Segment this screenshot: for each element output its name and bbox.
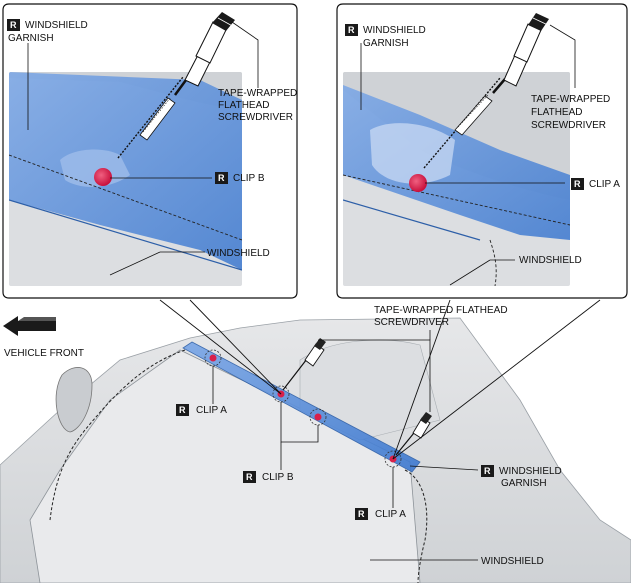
right-r-badge-garnish-letter: R — [348, 25, 355, 35]
screwdriver-icon-left — [117, 12, 237, 159]
right-windshield-label: WINDSHIELD — [519, 255, 582, 266]
screwdriver-icon-right — [423, 13, 551, 169]
left-r-badge-clip — [215, 172, 228, 184]
main-labels: TAPE-WRAPPED FLATHEAD SCREWDRIVER R CLIP… — [176, 305, 562, 567]
left-windshield-label: WINDSHIELD — [207, 248, 270, 259]
right-r-badge-garnish — [345, 24, 358, 36]
mirror-shape — [55, 367, 93, 433]
right-tool-label-line3: SCREWDRIVER — [531, 120, 606, 131]
right-r-badge-clip-letter: R — [574, 179, 581, 189]
main-clip-b-label: CLIP B — [262, 472, 294, 483]
right-tool-label-line1: TAPE-WRAPPED — [531, 94, 610, 105]
main-clip-a-left-label: CLIP A — [196, 405, 227, 416]
left-tool-label-line1: TAPE-WRAPPED — [218, 88, 297, 99]
main-r-badge-clip-a-left-letter: R — [179, 405, 186, 415]
main-r-badge-garnish-letter: R — [484, 466, 491, 476]
left-tool-label-line3: SCREWDRIVER — [218, 112, 293, 123]
main-r-badge-clip-b-letter: R — [246, 472, 253, 482]
left-r-badge-clip-letter: R — [218, 173, 225, 183]
main-r-badge-clip-b — [243, 471, 256, 483]
main-r-badge-garnish — [481, 465, 494, 477]
windshield-garnish-main — [182, 341, 421, 473]
left-r-badge-garnish-letter: R — [10, 20, 17, 30]
main-r-badge-clip-a-left — [176, 404, 189, 416]
windshield-edge-dashed-right — [404, 469, 428, 583]
left-garnish-label-line1: WINDSHIELD — [25, 20, 88, 31]
callout-leaders — [159, 299, 601, 460]
right-garnish-label-line1: WINDSHIELD — [363, 25, 426, 36]
main-vehicle-view — [0, 317, 631, 583]
left-garnish-label-line2: GARNISH — [8, 33, 54, 44]
windshield-edge-dashed — [49, 349, 186, 521]
left-callout-detail: R WINDSHIELD GARNISH TAPE-WRAPPED FLATHE… — [2, 3, 298, 299]
screwdriver-icon-main-right — [395, 412, 432, 456]
main-r-badge-clip-a-bottom — [355, 508, 368, 520]
right-callout-detail: R WINDSHIELD GARNISH TAPE-WRAPPED FLATHE… — [336, 3, 628, 299]
vehicle-front-label: VEHICLE FRONT — [4, 348, 84, 359]
left-clip-b-dot — [94, 168, 112, 186]
left-clip-b-label: CLIP B — [233, 173, 265, 184]
main-clip-a-bottom-label: CLIP A — [375, 509, 406, 520]
vehicle-front-arrow: VEHICLE FRONT — [3, 316, 84, 359]
main-garnish-label-line2: GARNISH — [501, 478, 547, 489]
right-clip-a-dot — [409, 174, 427, 192]
main-tool-label-line2: SCREWDRIVER — [374, 317, 449, 328]
right-clip-a-label: CLIP A — [589, 179, 620, 190]
main-windshield-label: WINDSHIELD — [481, 556, 544, 567]
main-tool-label-line1: TAPE-WRAPPED FLATHEAD — [374, 305, 508, 316]
left-tool-label-line2: FLATHEAD — [218, 100, 270, 111]
screwdriver-icon-main-left — [282, 338, 326, 391]
main-garnish-label-line1: WINDSHIELD — [499, 466, 562, 477]
left-r-badge-garnish — [7, 19, 20, 31]
main-r-badge-clip-a-bottom-letter: R — [358, 509, 365, 519]
right-tool-label-line2: FLATHEAD — [531, 107, 583, 118]
windshield-glass — [29, 349, 421, 583]
right-r-badge-clip — [571, 178, 584, 190]
right-garnish-label-line2: GARNISH — [363, 38, 409, 49]
